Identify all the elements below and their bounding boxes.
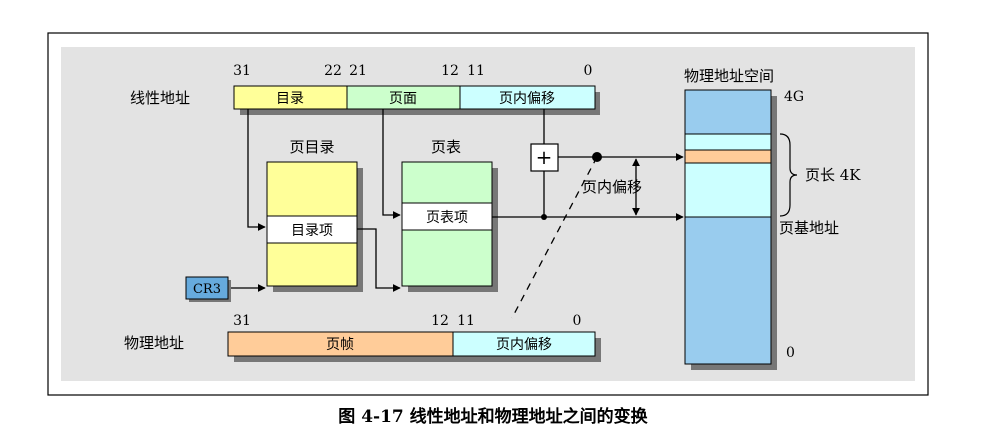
physical-memory-column bbox=[684, 89, 772, 365]
phys-bit-31-label: 31 bbox=[233, 313, 251, 329]
bit-0-label: 0 bbox=[584, 63, 593, 79]
bit-21-label: 21 bbox=[349, 63, 367, 79]
offset-field bbox=[459, 85, 596, 110]
bit-31-label: 31 bbox=[233, 63, 251, 79]
phys-bit-12-label: 12 bbox=[431, 313, 449, 329]
page-table-title: 页表 bbox=[431, 138, 461, 156]
phys-offset-field bbox=[452, 331, 596, 357]
page-table-entry-label: 页表项 bbox=[426, 210, 468, 226]
adder-symbol: + bbox=[536, 145, 553, 169]
figure-caption: 图 4-17 线性地址和物理地址之间的变换 bbox=[338, 407, 648, 427]
page-size-brace bbox=[779, 133, 798, 217]
top-address-label: 4G bbox=[784, 89, 804, 105]
phys-offset-field-label: 页内偏移 bbox=[496, 337, 552, 353]
dashed-correspondence-line bbox=[511, 156, 598, 319]
page-index-arrow bbox=[382, 109, 401, 219]
physical-address-label: 物理地址 bbox=[124, 334, 184, 352]
page-field-label: 页面 bbox=[389, 91, 417, 107]
linear-address-label: 线性地址 bbox=[130, 89, 190, 107]
bit-22-label: 22 bbox=[324, 63, 342, 79]
page-directory-title: 页目录 bbox=[289, 138, 334, 156]
directory-entry-label: 目录项 bbox=[291, 223, 333, 239]
cr3-register bbox=[185, 276, 229, 300]
physical-space-title: 物理地址空间 bbox=[684, 67, 774, 85]
directory-field-label: 目录 bbox=[276, 91, 304, 107]
page-base-label: 页基地址 bbox=[779, 219, 839, 237]
bit-11-label: 11 bbox=[467, 63, 485, 79]
frame-field-label: 页帧 bbox=[326, 337, 354, 353]
offset-span-label: 页内偏移 bbox=[582, 178, 642, 196]
offset-field-label: 页内偏移 bbox=[499, 91, 555, 107]
phys-bit-0-label: 0 bbox=[573, 313, 582, 329]
page-size-label: 页长 4K bbox=[805, 166, 861, 184]
directory-index-arrow bbox=[247, 109, 266, 231]
page-table-entry bbox=[401, 202, 493, 231]
frame-field bbox=[227, 331, 454, 357]
target-location bbox=[684, 149, 772, 164]
page-region bbox=[684, 133, 772, 218]
bit-12-label: 12 bbox=[441, 63, 459, 79]
phys-bit-11-label: 11 bbox=[457, 313, 475, 329]
directory-to-table-arrow bbox=[357, 228, 401, 292]
bottom-address-label: 0 bbox=[786, 345, 795, 361]
cr3-label: CR3 bbox=[193, 282, 221, 297]
